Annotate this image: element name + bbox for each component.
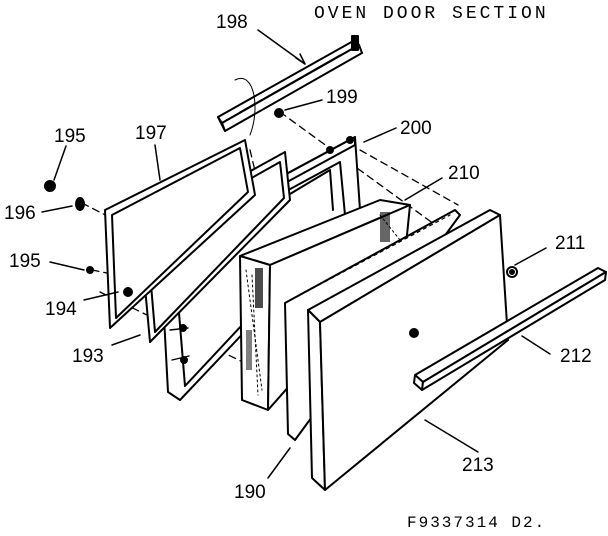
- part-label-190: 190: [234, 482, 266, 503]
- part-199-screw: [275, 109, 283, 117]
- part-label-212: 212: [560, 346, 592, 367]
- part-label-200: 200: [400, 118, 432, 139]
- part-label-197: 197: [135, 123, 167, 144]
- leader-lines: [42, 30, 550, 478]
- drawing-code: F9337314 D2.: [407, 514, 547, 532]
- part-198-top-rail: [218, 36, 362, 131]
- part-label-195-bottom: 195: [9, 251, 41, 272]
- part-label-193: 193: [72, 346, 104, 367]
- part-212-handle: [414, 268, 606, 390]
- part-195-screw-top: [45, 181, 55, 191]
- part-195-screw-bottom: [87, 267, 93, 273]
- part-label-198: 198: [216, 12, 248, 33]
- part-label-213: 213: [462, 455, 494, 476]
- part-194-clip: [124, 288, 132, 296]
- part-label-194: 194: [45, 299, 77, 320]
- fasteners: [45, 181, 132, 296]
- part-label-195-top: 195: [54, 126, 86, 147]
- part-213-outer-panel: [308, 210, 508, 490]
- part-label-211: 211: [555, 233, 586, 254]
- part-196-washer: [76, 198, 84, 210]
- part-label-196: 196: [4, 203, 36, 224]
- diagram-title: OVEN DOOR SECTION: [314, 4, 549, 24]
- part-211-screw: [507, 267, 517, 277]
- part-193-inner-panel: [105, 78, 255, 328]
- part-label-199: 199: [326, 87, 358, 108]
- part-label-210: 210: [448, 163, 480, 184]
